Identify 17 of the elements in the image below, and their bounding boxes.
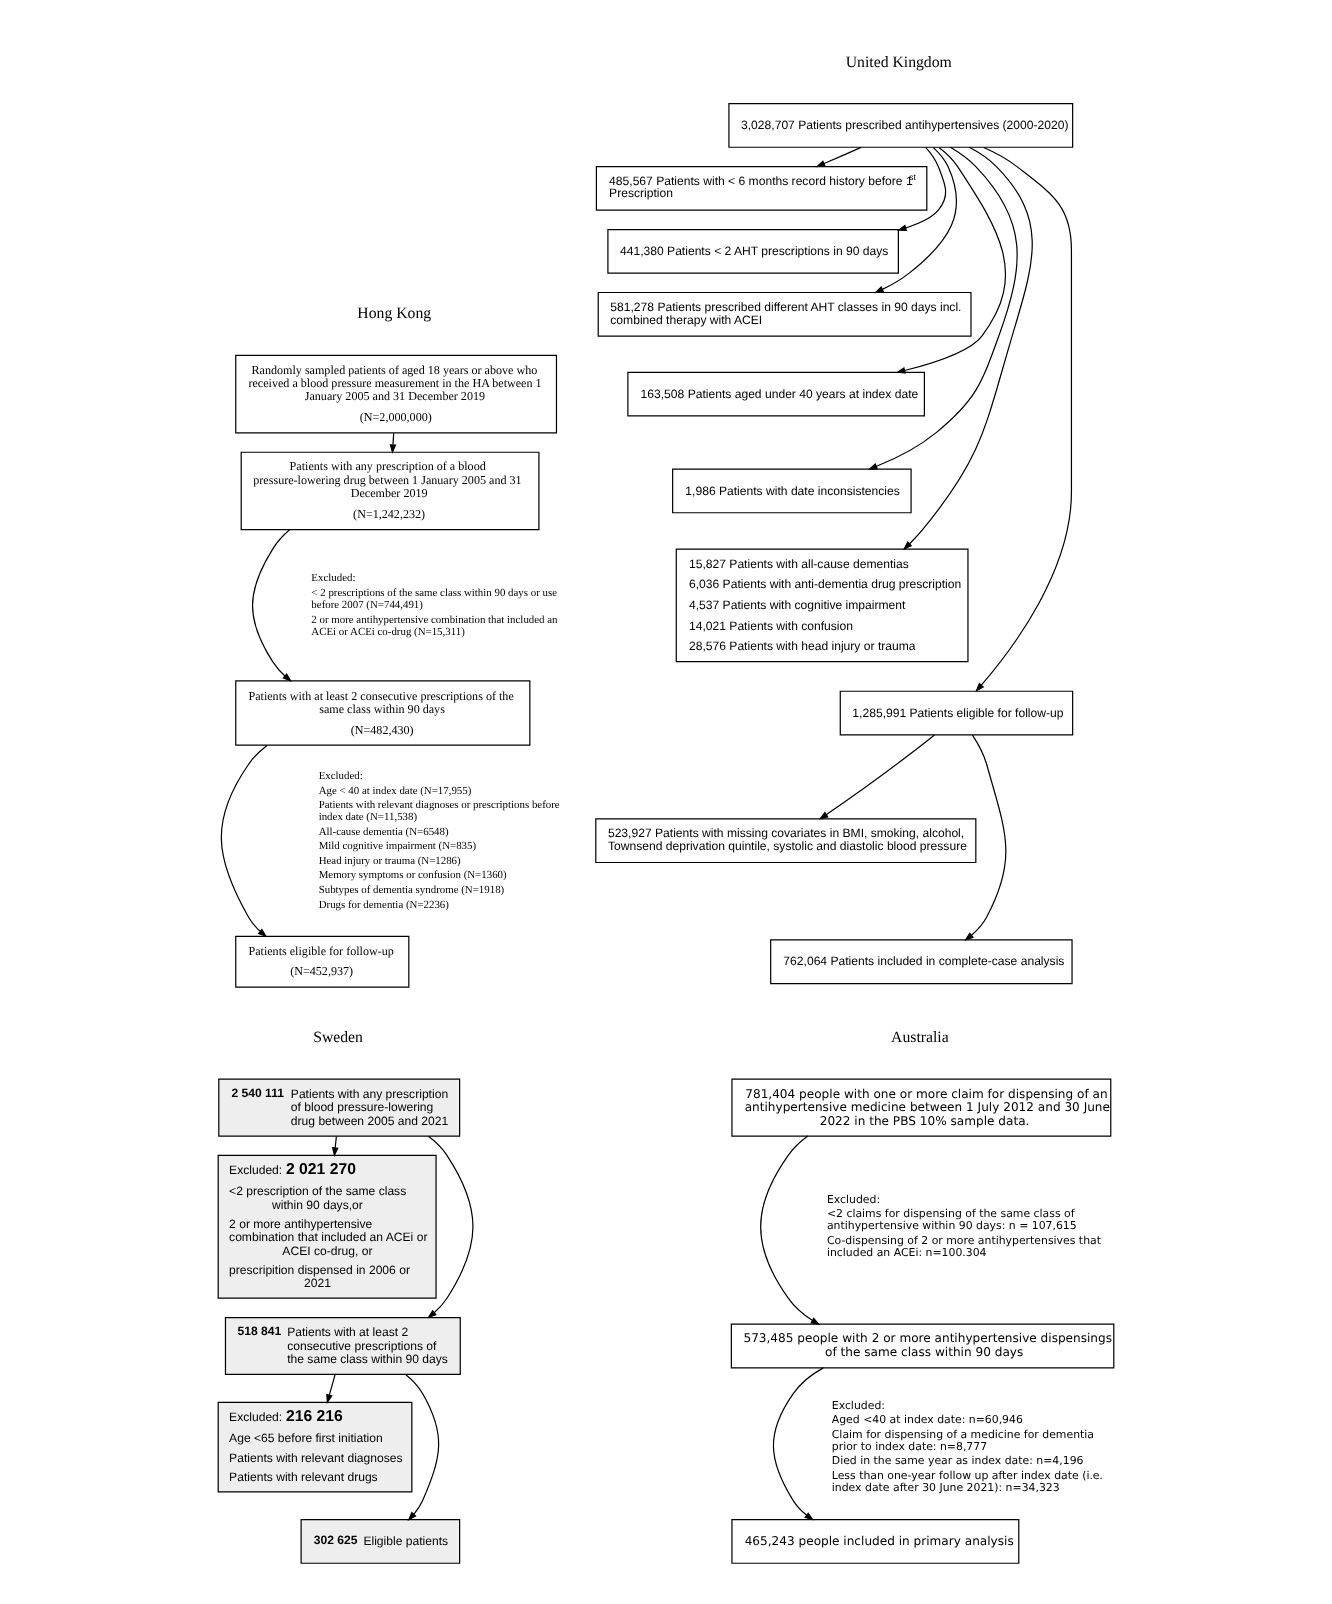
arrow	[867, 146, 1018, 470]
arrow	[873, 147, 958, 294]
arrow	[975, 146, 1073, 693]
arrow	[326, 1374, 336, 1404]
arrow	[220, 744, 268, 938]
arrow	[251, 529, 292, 682]
arrow	[818, 734, 936, 820]
arrow	[331, 1135, 339, 1158]
arrow	[772, 1367, 824, 1521]
arrow	[896, 146, 947, 232]
arrow	[760, 1135, 821, 1326]
arrow	[405, 1374, 440, 1522]
arrow	[895, 147, 1006, 374]
arrow	[964, 734, 1007, 941]
arrow	[815, 146, 862, 168]
arrow	[389, 432, 397, 455]
arrow	[902, 146, 1033, 551]
